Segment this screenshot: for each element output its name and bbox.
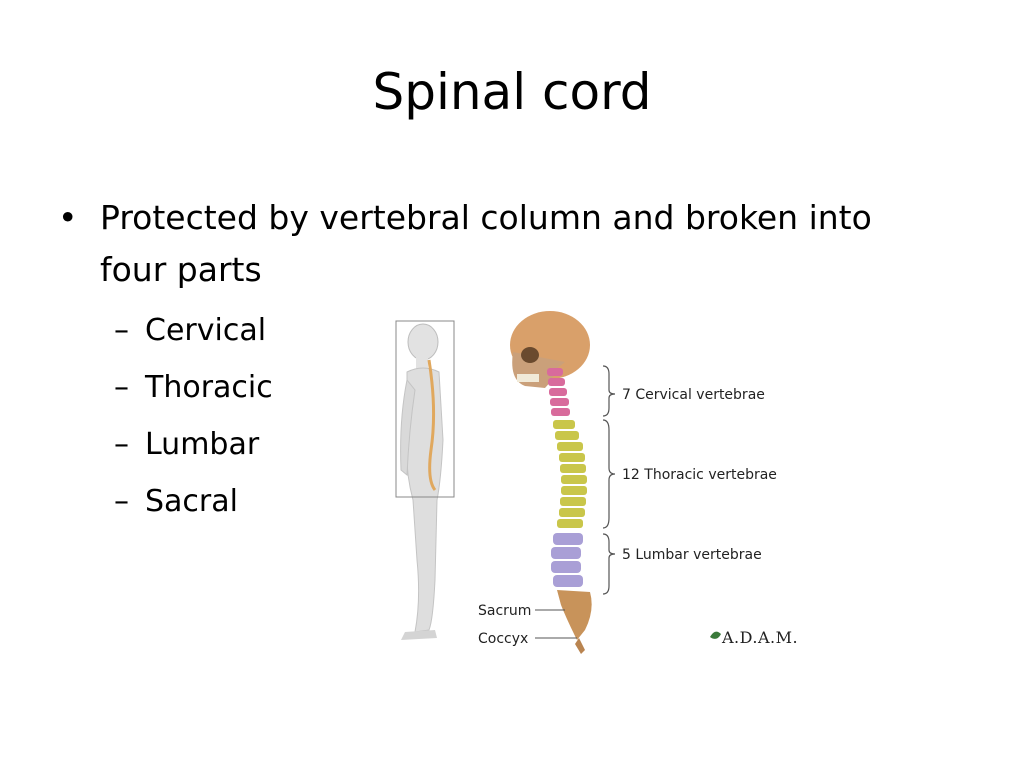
lumbar-label: 5 Lumbar vertebrae — [622, 547, 762, 563]
bullet-list: • Protected by vertebral column and brok… — [58, 192, 938, 530]
sub-bullet-text: Lumbar — [145, 427, 260, 462]
sub-bullet-text: Thoracic — [145, 370, 273, 405]
lumbar-vertebrae — [551, 533, 583, 587]
spine-illustration-svg: 7 Cervical vertebrae 12 Thoracic vertebr… — [395, 311, 798, 654]
spine-illustration: 7 Cervical vertebrae 12 Thoracic vertebr… — [385, 300, 815, 660]
vertebral-column — [547, 368, 592, 654]
sub-bullet-list: – Cervical – Thoracic – Lumbar – Sacral — [58, 302, 938, 530]
skull-illustration — [510, 311, 590, 388]
coccyx-label: Coccyx — [478, 631, 528, 647]
sub-bullet-text: Sacral — [145, 484, 238, 519]
sub-bullet-item: – Thoracic — [58, 359, 938, 416]
sacrum-label: Sacrum — [478, 603, 531, 619]
bullet-text: Protected by vertebral column and broken… — [100, 198, 872, 289]
human-body-figure — [400, 323, 444, 640]
slide-title: Spinal cord — [372, 63, 652, 121]
dash-icon: – — [114, 427, 129, 462]
zoom-box — [395, 320, 455, 498]
region-brackets — [602, 365, 616, 595]
dash-icon: – — [114, 313, 129, 348]
cervical-vertebrae — [547, 368, 570, 416]
cervical-label: 7 Cervical vertebrae — [622, 387, 765, 403]
sub-bullet-text: Cervical — [145, 313, 267, 348]
thoracic-label: 12 Thoracic vertebrae — [622, 467, 777, 483]
sacrum-bone — [557, 590, 592, 640]
bullet-item: • Protected by vertebral column and brok… — [58, 192, 938, 296]
dash-icon: – — [114, 484, 129, 519]
sub-bullet-item: – Lumbar — [58, 416, 938, 473]
adam-logo: A.D.A.M. — [710, 628, 798, 647]
bullet-dot-icon: • — [58, 198, 78, 237]
thoracic-vertebrae — [553, 420, 587, 528]
dash-icon: – — [114, 370, 129, 405]
coccyx-bone — [575, 638, 585, 654]
sub-bullet-item: – Cervical — [58, 302, 938, 359]
leaf-icon — [710, 631, 721, 639]
adam-watermark: A.D.A.M. — [721, 628, 798, 647]
sub-bullet-item: – Sacral — [58, 473, 938, 530]
